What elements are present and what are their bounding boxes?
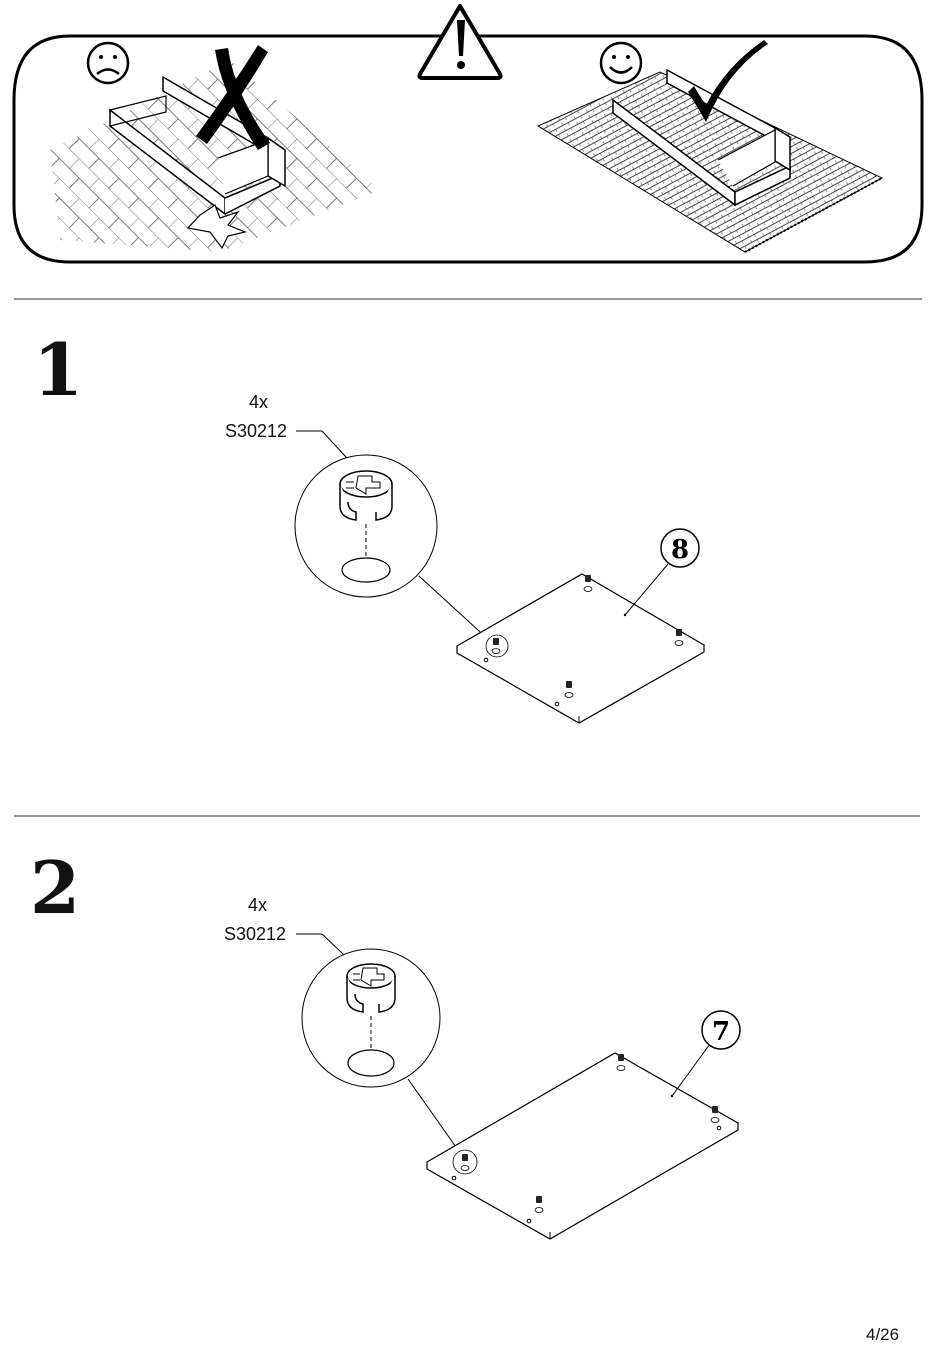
step-number: 1 bbox=[33, 334, 83, 406]
hardware-quantity: 4x bbox=[249, 392, 268, 413]
part-number-label: 7 bbox=[712, 1017, 730, 1047]
hardware-code: S30212 bbox=[224, 924, 286, 945]
step-2-illustration: 7 bbox=[296, 934, 740, 1239]
page-number: 4/26 bbox=[866, 1325, 899, 1345]
panel-8 bbox=[457, 574, 704, 723]
part-number-label: 8 bbox=[671, 535, 689, 565]
panel-7 bbox=[427, 1053, 738, 1239]
hardware-quantity: 4x bbox=[248, 895, 267, 916]
happy-face-icon bbox=[601, 43, 641, 83]
step-1-illustration: 8 bbox=[295, 431, 704, 723]
warning-triangle-icon bbox=[419, 6, 500, 78]
hardware-code: S30212 bbox=[225, 421, 287, 442]
step-number: 2 bbox=[30, 852, 80, 924]
sad-face-icon bbox=[88, 43, 128, 83]
